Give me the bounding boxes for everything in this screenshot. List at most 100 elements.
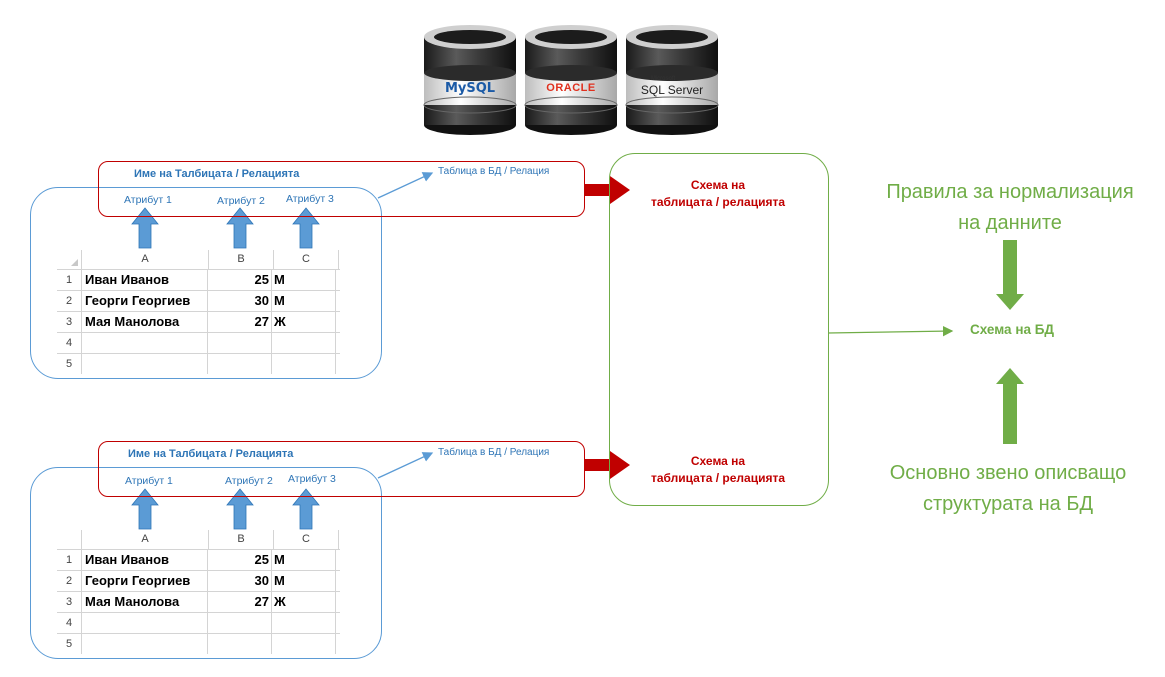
cell-name[interactable]: Иван Иванов [82, 550, 208, 570]
green-arrow-up [996, 368, 1024, 444]
cell-name[interactable] [82, 354, 208, 374]
database-icon-sqlserver [625, 25, 719, 135]
cell-gender[interactable]: Ж [272, 312, 336, 332]
connector-schema [827, 325, 954, 337]
cell-gender[interactable]: М [272, 291, 336, 311]
cell-age[interactable]: 27 [208, 592, 272, 612]
cell-name[interactable]: Иван Иванов [82, 270, 208, 290]
cell-age[interactable]: 27 [208, 312, 272, 332]
table-label-1: Таблица в БД / Релация [438, 166, 550, 177]
column-header-b[interactable]: B [209, 530, 274, 549]
schema-container [609, 153, 829, 506]
table-name-1: Име на Талбицата / Релацията [134, 168, 300, 180]
row-header[interactable]: 4 [57, 613, 82, 633]
cell-age[interactable] [208, 354, 272, 374]
attr-arrow-2-1 [131, 488, 159, 530]
table-row: 5 [57, 634, 340, 654]
column-header-b[interactable]: B [209, 250, 274, 269]
cell-age[interactable]: 30 [208, 291, 272, 311]
row-header[interactable]: 3 [57, 312, 82, 332]
attribute-2-3: Атрибут 3 [288, 473, 336, 485]
cell-age[interactable]: 30 [208, 571, 272, 591]
table-row: 3 Мая Манолова 27 Ж [57, 592, 340, 613]
table-name-box-2 [98, 441, 585, 497]
cell-name[interactable]: Мая Манолова [82, 312, 208, 332]
cell-age[interactable]: 25 [208, 270, 272, 290]
db-structure-line2: структурата на БД [922, 493, 1093, 515]
table-container-2 [30, 467, 382, 659]
cell-gender[interactable] [272, 333, 336, 353]
schema-label-1-line2: таблицата / релацията [650, 195, 786, 209]
cell-name[interactable]: Мая Манолова [82, 592, 208, 612]
schema-label-1: Схема на таблицата / релацията [623, 177, 813, 211]
schema-label-1-line1: Схема на [690, 178, 746, 192]
db-logo-sqlserver-sub: Microsoft [650, 76, 676, 82]
table-name-2: Име на Талбицата / Релацията [128, 448, 294, 460]
connector-table-label-1 [377, 172, 434, 199]
cell-gender[interactable] [272, 354, 336, 374]
spreadsheet-header: A B C [57, 530, 340, 550]
row-header[interactable]: 3 [57, 592, 82, 612]
column-header-a[interactable]: A [82, 250, 209, 269]
db-structure-text: Основно звено описващо структурата на БД [858, 458, 1158, 520]
db-logo-oracle: ORACLE [546, 82, 596, 94]
cell-name[interactable]: Георги Георгиев [82, 571, 208, 591]
cell-age[interactable] [208, 613, 272, 633]
cell-age[interactable] [208, 333, 272, 353]
cell-gender[interactable] [272, 634, 336, 654]
row-header[interactable]: 1 [57, 550, 82, 570]
row-header[interactable]: 2 [57, 571, 82, 591]
red-arrow-1 [585, 176, 630, 204]
cell-gender[interactable] [272, 613, 336, 633]
row-header[interactable]: 5 [57, 354, 82, 374]
attribute-1-1: Атрибут 1 [124, 194, 172, 206]
select-all-corner[interactable] [57, 250, 82, 269]
normalization-line1: Правила за нормализация [886, 181, 1134, 203]
row-header[interactable]: 5 [57, 634, 82, 654]
attribute-2-2: Атрибут 2 [225, 475, 273, 487]
attr-arrow-2-3 [292, 488, 320, 530]
connector-table-label-2 [377, 452, 434, 479]
database-icon-mysql [423, 25, 517, 135]
table-label-2: Таблица в БД / Релация [438, 447, 550, 458]
schema-label-2-line1: Схема на [690, 454, 746, 468]
cell-gender[interactable]: Ж [272, 592, 336, 612]
attribute-1-2: Атрибут 2 [217, 195, 265, 207]
attr-arrow-2-2 [226, 488, 254, 530]
cell-name[interactable] [82, 613, 208, 633]
select-all-corner[interactable] [57, 530, 82, 549]
table-row: 4 [57, 333, 340, 354]
cell-gender[interactable]: М [272, 571, 336, 591]
table-container-1 [30, 187, 382, 379]
row-header[interactable]: 4 [57, 333, 82, 353]
column-header-c[interactable]: C [274, 530, 339, 549]
table-name-box-1 [98, 161, 585, 217]
table-row: 2 Георги Георгиев 30 М [57, 571, 340, 592]
normalization-line2: на данните [958, 212, 1062, 234]
schema-label-2: Схема на таблицата / релацията [623, 453, 813, 487]
row-header[interactable]: 2 [57, 291, 82, 311]
column-header-c[interactable]: C [274, 250, 339, 269]
red-arrow-2 [585, 451, 630, 479]
cell-name[interactable]: Георги Георгиев [82, 291, 208, 311]
table-row: 3 Мая Манолова 27 Ж [57, 312, 340, 333]
cell-age[interactable] [208, 634, 272, 654]
cell-name[interactable] [82, 333, 208, 353]
table-row: 1 Иван Иванов 25 М [57, 270, 340, 291]
row-header[interactable]: 1 [57, 270, 82, 290]
green-arrow-down [996, 240, 1024, 310]
db-schema-label: Схема на БД [970, 322, 1055, 337]
table-row: 2 Георги Георгиев 30 М [57, 291, 340, 312]
db-logo-mysql: MySQL [444, 81, 496, 96]
cell-age[interactable]: 25 [208, 550, 272, 570]
cell-gender[interactable]: М [272, 270, 336, 290]
cell-gender[interactable]: М [272, 550, 336, 570]
table-row: 1 Иван Иванов 25 М [57, 550, 340, 571]
cell-name[interactable] [82, 634, 208, 654]
column-header-a[interactable]: A [82, 530, 209, 549]
schema-label-2-line2: таблицата / релацията [650, 471, 786, 485]
spreadsheet-1: A B C 1 Иван Иванов 25 М 2 Георги Георги… [57, 250, 340, 374]
db-logo-sqlserver: SQL Server [640, 83, 704, 97]
database-icon-oracle [524, 25, 618, 135]
